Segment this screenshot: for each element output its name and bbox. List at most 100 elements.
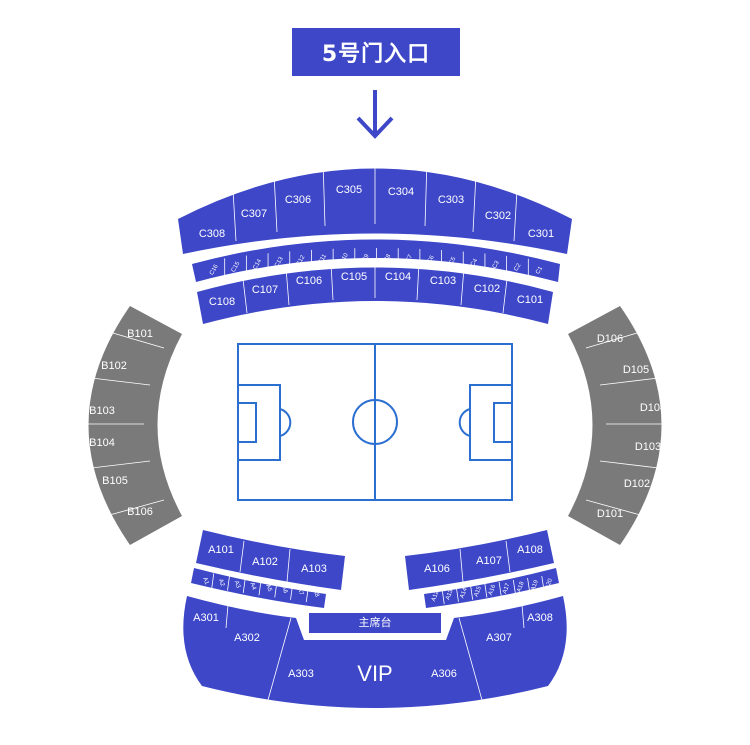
section-label[interactable]: B104: [89, 437, 115, 449]
section-label[interactable]: A303: [288, 668, 314, 680]
stand-a-upper[interactable]: [183, 596, 567, 708]
box-label[interactable]: C2: [513, 262, 522, 272]
section-label[interactable]: A103: [301, 563, 327, 575]
box-label[interactable]: C1: [535, 265, 544, 275]
stand-a-left[interactable]: [196, 530, 345, 590]
section-label[interactable]: D105: [623, 364, 649, 376]
section-label[interactable]: A302: [234, 632, 260, 644]
box-label[interactable]: A8: [312, 589, 320, 599]
box-label[interactable]: A3: [233, 580, 241, 590]
box-label[interactable]: C14: [252, 258, 263, 271]
section-label[interactable]: C307: [241, 208, 267, 220]
section-label[interactable]: C305: [336, 184, 362, 196]
section-divider: [470, 585, 474, 600]
box-label[interactable]: C10: [339, 252, 350, 265]
section-label[interactable]: A101: [208, 544, 234, 556]
section-label[interactable]: A301: [193, 612, 219, 624]
section-label[interactable]: C302: [485, 210, 511, 222]
section-divider: [274, 582, 278, 598]
section-divider: [242, 278, 248, 314]
section-label[interactable]: C304: [388, 186, 414, 198]
section-label[interactable]: B103: [89, 405, 115, 417]
box-label[interactable]: C11: [318, 253, 329, 266]
section-label[interactable]: B102: [101, 360, 127, 372]
section-label[interactable]: A108: [517, 544, 543, 556]
box-label[interactable]: A5: [264, 584, 272, 594]
section-divider: [322, 159, 326, 227]
box-label[interactable]: C12: [296, 254, 307, 267]
section-divider: [505, 540, 511, 573]
section-label[interactable]: C303: [438, 194, 464, 206]
box-label[interactable]: C15: [231, 260, 242, 273]
stand-d[interactable]: [568, 306, 662, 545]
section-divider: [105, 499, 165, 517]
box-label[interactable]: A12: [431, 590, 441, 603]
section-label[interactable]: C101: [517, 294, 543, 306]
stand-a-right[interactable]: [405, 530, 554, 590]
box-label[interactable]: A7: [296, 587, 304, 597]
section-label[interactable]: C108: [209, 296, 235, 308]
section-label[interactable]: A107: [476, 555, 502, 567]
section-label[interactable]: C105: [341, 271, 367, 283]
box-label[interactable]: A2: [217, 578, 225, 588]
box-label[interactable]: A15: [474, 585, 484, 598]
section-divider: [286, 548, 291, 583]
section-divider: [527, 577, 530, 592]
gate-5-entrance-banner[interactable]: 5号门入口: [292, 28, 460, 76]
box-label[interactable]: C4: [470, 257, 479, 267]
section-divider: [460, 267, 465, 306]
section-label[interactable]: D104: [640, 402, 666, 414]
box-label[interactable]: C16: [209, 263, 220, 276]
box-label[interactable]: A1: [201, 577, 209, 587]
section-divider: [416, 262, 420, 301]
box-label[interactable]: C7: [405, 253, 414, 263]
box-label[interactable]: C9: [362, 253, 371, 263]
section-divider: [267, 617, 292, 701]
section-label[interactable]: A306: [431, 668, 457, 680]
section-label[interactable]: D103: [635, 441, 661, 453]
section-label[interactable]: D101: [597, 508, 623, 520]
section-divider: [242, 578, 246, 593]
box-label[interactable]: C3: [492, 260, 501, 270]
section-label[interactable]: D102: [624, 478, 650, 490]
section-label[interactable]: A308: [527, 612, 553, 624]
section-label[interactable]: B101: [127, 328, 153, 340]
box-label[interactable]: A17: [502, 582, 512, 595]
box-label[interactable]: C6: [427, 254, 436, 264]
box-label[interactable]: A6: [280, 585, 288, 595]
section-label[interactable]: C102: [474, 283, 500, 295]
section-label[interactable]: A102: [252, 556, 278, 568]
section-divider: [441, 589, 445, 604]
tribune-label: 主席台: [359, 615, 392, 629]
box-label[interactable]: C8: [383, 253, 392, 263]
section-divider: [227, 575, 230, 591]
section-label[interactable]: A106: [424, 563, 450, 575]
stand-b[interactable]: [88, 306, 183, 545]
box-label[interactable]: A16: [488, 584, 498, 597]
box-label[interactable]: A4: [249, 582, 257, 592]
box-label[interactable]: A13: [445, 588, 455, 601]
box-label[interactable]: A20: [545, 577, 555, 590]
box-label[interactable]: C5: [448, 256, 457, 266]
section-label[interactable]: B105: [102, 475, 128, 487]
section-label[interactable]: C306: [285, 194, 311, 206]
section-label[interactable]: C107: [252, 284, 278, 296]
football-pitch: [237, 343, 513, 501]
section-label[interactable]: C301: [528, 228, 554, 240]
section-label[interactable]: C104: [385, 271, 411, 283]
stand-a-boxes-left[interactable]: [191, 568, 326, 608]
section-label[interactable]: C308: [199, 228, 225, 240]
box-label[interactable]: A14: [459, 587, 469, 600]
section-label[interactable]: D106: [597, 333, 623, 345]
box-label[interactable]: A19: [531, 579, 541, 592]
section-divider: [239, 540, 245, 573]
section-label[interactable]: B106: [127, 506, 153, 518]
box-label[interactable]: A18: [516, 580, 526, 593]
section-label[interactable]: C106: [296, 275, 322, 287]
section-label[interactable]: A307: [486, 632, 512, 644]
box-label[interactable]: C13: [274, 256, 285, 269]
stand-c-boxes[interactable]: [192, 239, 560, 283]
tribune-box[interactable]: [307, 611, 443, 635]
section-label[interactable]: C103: [430, 275, 456, 287]
